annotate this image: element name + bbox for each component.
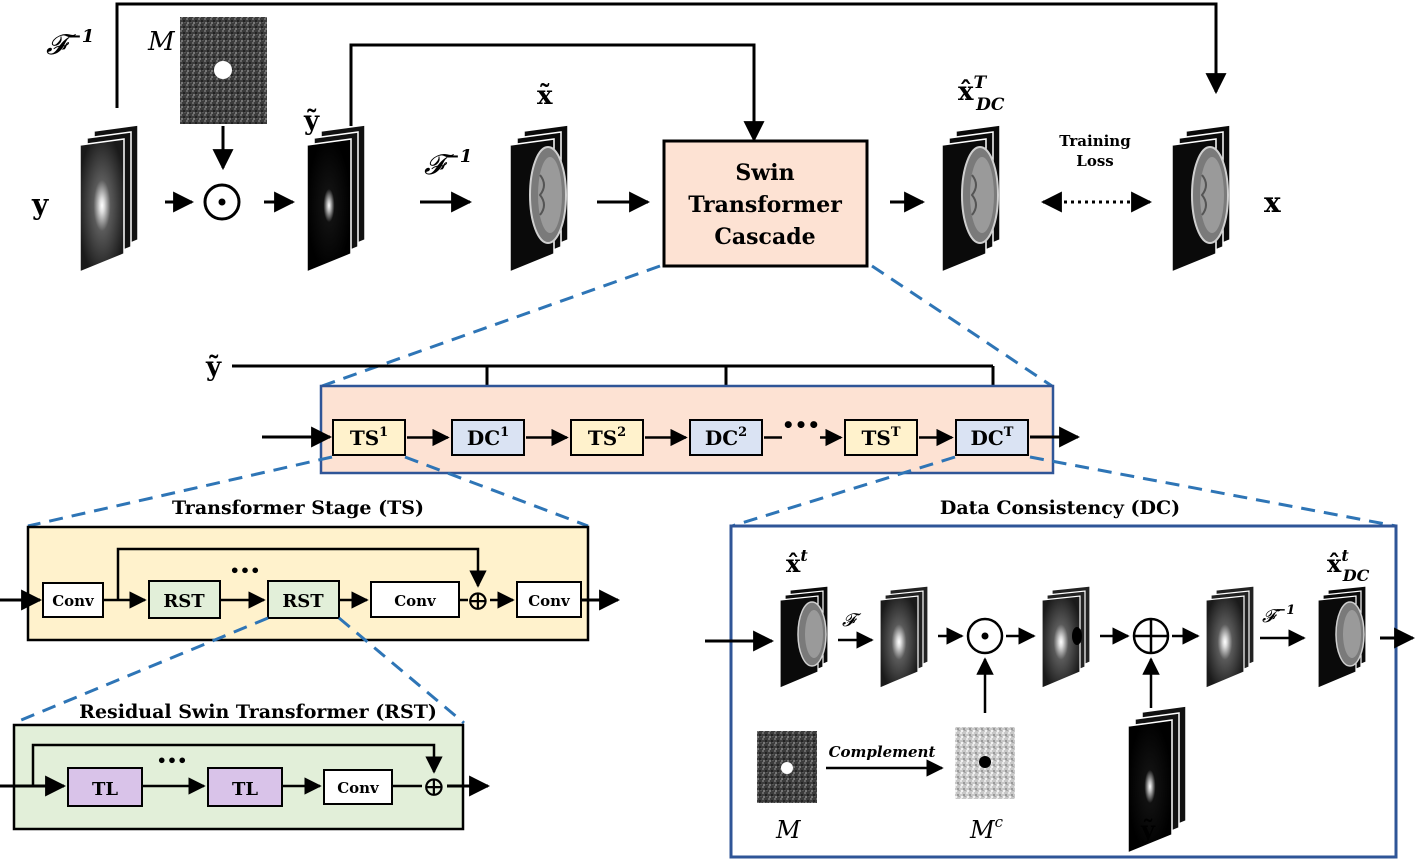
rst-tl2-label: TL — [232, 779, 258, 800]
ts-rst1 — [148, 580, 221, 619]
ts-rst2 — [267, 580, 340, 619]
dc-mask-complement-circle — [979, 756, 991, 768]
dc-mask-circle — [781, 762, 793, 774]
zoom-dash-ts-right — [404, 455, 589, 528]
dc-ytilde-label: ỹ — [1140, 815, 1156, 844]
odot-dot — [218, 198, 226, 206]
image-stack-xtilde — [509, 124, 569, 273]
xtilde-label: x̃ — [537, 81, 553, 111]
dc-kspace-hole — [1072, 627, 1082, 645]
dc-odot-dot — [981, 632, 989, 640]
mask-center-circle — [214, 61, 232, 79]
rst-skip-arrow — [31, 743, 443, 786]
cascade-block-ts-T — [844, 419, 918, 456]
cascade-block-dc-T — [955, 419, 1029, 456]
rst-oplus: ⊕ — [422, 770, 445, 803]
dc-panel-title: Data Consistency (DC) — [940, 497, 1180, 519]
mask-label: M — [147, 27, 176, 57]
cascade-block-label-dc-2: DC2 — [705, 425, 747, 450]
training-loss-line1: Training — [1059, 132, 1131, 150]
cascade-blocks: TS1 DC1 TS2 DC2 TST DCT — [332, 419, 1029, 456]
image-stack-x — [1171, 124, 1231, 273]
finv-feedback-arrow — [115, 2, 1227, 108]
ts-rst1-label: RST — [163, 591, 205, 612]
ts-conv2 — [370, 581, 460, 618]
rst-conv-label: Conv — [337, 779, 380, 797]
y-label: y — [31, 188, 49, 221]
cascade-line1: Swin — [735, 160, 794, 186]
ytilde-to-cascade-arrow — [349, 43, 765, 143]
rst-tl1-label: TL — [92, 779, 118, 800]
swin-cascade-box — [662, 139, 869, 268]
rst-tl2 — [207, 767, 283, 807]
cascade-block-dc-1 — [451, 419, 525, 456]
ts-conv1 — [42, 582, 104, 618]
cascade-block-label-dc-1: DC1 — [467, 425, 509, 450]
training-loss-line2: Loss — [1076, 152, 1113, 170]
zoom-dash-ts-left — [27, 455, 333, 528]
ytilde-top-label: ỹ — [303, 106, 320, 136]
dc-mc-label: Mc — [969, 813, 1004, 844]
cascade-block-label-ts-2: TS2 — [588, 425, 626, 450]
dc-mask-label: M — [775, 816, 802, 844]
dc-complement-label: Complement — [829, 743, 936, 761]
rst-conv — [323, 769, 393, 805]
cascade-block-label-ts-1: TS1 — [350, 425, 388, 450]
ts-conv3-label: Conv — [528, 592, 571, 610]
finv-mid-label: 𝓕−1 — [424, 146, 472, 181]
ts-panel-title: Transformer Stage (TS) — [172, 497, 424, 519]
ts-conv3 — [516, 581, 582, 618]
rst-tl1 — [67, 767, 143, 807]
ts-oplus: ⊕ — [466, 584, 489, 617]
cascade-ellipsis: ••• — [782, 413, 820, 437]
image-stack-xhat — [941, 124, 1001, 273]
ts-conv2-label: Conv — [394, 592, 437, 610]
zoom-dash-dc-right — [1029, 455, 1397, 528]
dc-xhat-t-label: x̂t — [786, 546, 808, 578]
cascade-block-dc-2 — [689, 419, 763, 456]
ts-skip-arrow — [116, 547, 487, 600]
kspace-stack-y — [79, 124, 139, 273]
ts-rst2-label: RST — [282, 591, 324, 612]
x-label: x — [1264, 186, 1281, 219]
zoom-dash-dc-left — [731, 455, 956, 528]
zoom-dash-cascade-right — [871, 264, 1053, 388]
ytilde-cascade-label: ỹ — [205, 352, 222, 382]
rst-ellipsis: ••• — [157, 751, 188, 770]
cascade-block-label-dc-T: DCT — [971, 425, 1014, 450]
kspace-stack-ytilde — [306, 124, 366, 273]
zoom-dash-cascade-left — [321, 264, 661, 388]
ts-conv1-label: Conv — [52, 592, 95, 610]
cascade-line2: Transformer — [688, 192, 842, 218]
cascade-block-ts-1 — [332, 419, 406, 456]
finv-top-label: 𝓕−1 — [46, 26, 94, 61]
cascade-line3: Cascade — [714, 224, 815, 250]
zoom-dash-rst-right — [338, 616, 465, 725]
ts-ellipsis: ••• — [230, 561, 261, 580]
dc-panel — [729, 524, 1398, 859]
cascade-block-ts-2 — [570, 419, 644, 456]
cascade-block-label-ts-T: TST — [861, 425, 900, 450]
rst-panel-title: Residual Swin Transformer (RST) — [79, 701, 437, 723]
